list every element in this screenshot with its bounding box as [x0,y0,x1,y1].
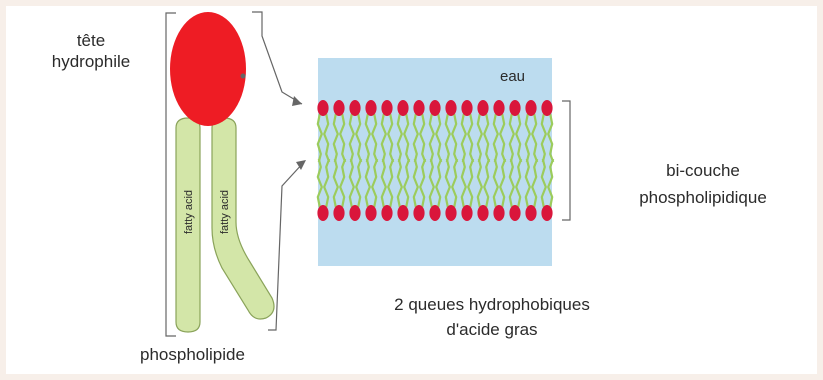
upper-head-bead [477,100,488,116]
tails-label-line1: 2 queues hydrophobiques [362,294,622,315]
bilayer-label-line1: bi-couche [608,160,798,181]
tail-left-label: fatty acid [183,190,195,234]
lower-head-bead [317,205,328,221]
tail-right-label: fatty acid [219,190,231,234]
bilayer-label-line2: phospholipidique [608,187,798,208]
lower-head-bead [333,205,344,221]
head-junction-dot [241,74,246,79]
upper-head-bead [381,100,392,116]
lower-head-bead [525,205,536,221]
upper-head-bead [445,100,456,116]
lower-head-bead [349,205,360,221]
upper-head-bead [493,100,504,116]
lower-head-bead [413,205,424,221]
lower-head-bead [445,205,456,221]
water-label: eau [500,66,525,87]
lower-head-bead [461,205,472,221]
upper-head-bead [541,100,552,116]
upper-head-bead [413,100,424,116]
tails-label-line2: d'acide gras [362,319,622,340]
tails-label: 2 queues hydrophobiques d'acide gras [362,294,622,340]
lower-head-bead [541,205,552,221]
lower-head-bead [429,205,440,221]
head-label-line1: tête [36,30,146,51]
lower-head-bead [381,205,392,221]
upper-head-bead [525,100,536,116]
lower-head-bead [493,205,504,221]
upper-head-bead [333,100,344,116]
lower-head-bead [477,205,488,221]
lower-head-bead [509,205,520,221]
bilayer-bracket [562,101,570,220]
head-label: tête hydrophile [36,30,146,72]
lower-head-bead [365,205,376,221]
upper-head-bead [429,100,440,116]
pointer-arrow-upper [292,96,302,106]
lower-head-bead [397,205,408,221]
upper-head-bead [365,100,376,116]
upper-head-bead [317,100,328,116]
hydrophilic-head [170,12,246,126]
upper-head-bead [509,100,520,116]
water-band [318,58,552,266]
phospholipid-molecule: fatty acid fatty acid [170,12,274,332]
upper-head-bead [349,100,360,116]
head-label-line2: hydrophile [36,51,146,72]
upper-head-bead [461,100,472,116]
phospholipid-label: phospholipide [140,344,245,365]
upper-head-bead [397,100,408,116]
bilayer-label: bi-couche phospholipidique [608,160,798,208]
pointer-line-upper [252,12,302,104]
